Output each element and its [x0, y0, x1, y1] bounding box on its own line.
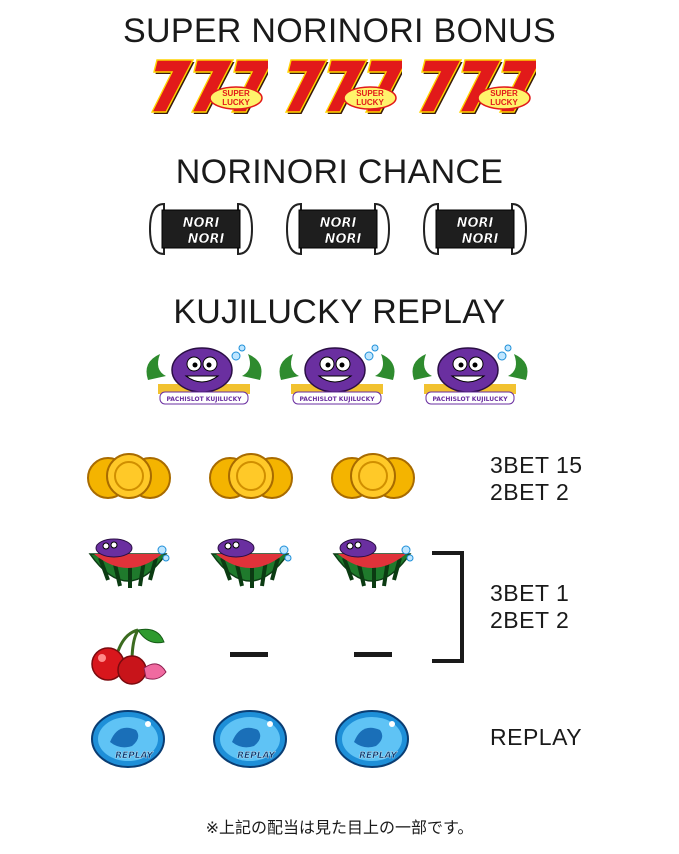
seven-badge-text-1: SUPER: [356, 89, 384, 98]
watermelon-cherry-payout-line-2: 2BET 2: [490, 607, 570, 633]
footnote: ※上記の配当は見た目上の一部です。: [205, 820, 474, 837]
replay-payout: REPLAY: [490, 724, 583, 750]
watermelon-fish-icon: [210, 538, 292, 588]
coin-stack-icon: [209, 453, 293, 499]
surf-text-1: NORI: [183, 216, 220, 231]
surf-text-1: NORI: [320, 216, 357, 231]
nori-surfboard-icon: NORI NORI: [285, 202, 391, 256]
coin-payout-line-1: 3BET 15: [490, 452, 583, 478]
kujilucky-fish-icon: PACHISLOT KUJILUCKY: [279, 344, 395, 405]
super-lucky-seven-icon: SUPER LUCKY: [418, 59, 536, 114]
replay-badge-text: REPLAY: [237, 751, 276, 761]
replay-badge-text: REPLAY: [359, 751, 398, 761]
norinori-chance-title: NORINORI CHANCE: [175, 153, 504, 191]
watermelon-cherry-payout: 3BET 1 2BET 2: [490, 580, 569, 634]
super-lucky-seven-icon: SUPER LUCKY: [284, 59, 402, 114]
seven-badge-text-2: LUCKY: [490, 98, 518, 107]
kuji-banner-text: PACHISLOT KUJILUCKY: [166, 396, 242, 403]
surf-text-2: NORI: [462, 232, 499, 247]
nori-surfboard-icon: NORI NORI: [422, 202, 528, 256]
seven-badge-text-1: SUPER: [222, 89, 250, 98]
kuji-banner-text: PACHISLOT KUJILUCKY: [432, 396, 508, 403]
blank-dash: [354, 652, 392, 657]
watermelon-cherry-payout-line-1: 3BET 1: [490, 580, 570, 606]
payout-bracket: [432, 551, 464, 663]
cherry-icon: [91, 628, 167, 685]
nori-surfboard-icon: NORI NORI: [148, 202, 254, 256]
super-norinori-bonus-title: SUPER NORINORI BONUS: [123, 12, 556, 50]
coin-payout-line-2: 2BET 2: [490, 479, 570, 505]
kujilucky-replay-title: KUJILUCKY REPLAY: [173, 293, 506, 331]
coin-payout: 3BET 15 2BET 2: [490, 452, 583, 506]
watermelon-fish-icon: [88, 538, 170, 588]
coin-stack-icon: [87, 453, 171, 499]
super-lucky-seven-icon: SUPER LUCKY: [150, 59, 268, 114]
kujilucky-fish-icon: PACHISLOT KUJILUCKY: [146, 344, 262, 405]
coin-stack-icon: [331, 453, 415, 499]
surf-text-2: NORI: [188, 232, 225, 247]
replay-bubble-icon: REPLAY: [335, 710, 409, 768]
replay-bubble-icon: REPLAY: [213, 710, 287, 768]
seven-badge-text-2: LUCKY: [356, 98, 384, 107]
seven-badge-text-2: LUCKY: [222, 98, 250, 107]
replay-bubble-icon: REPLAY: [91, 710, 165, 768]
blank-dash: [230, 652, 268, 657]
kuji-banner-text: PACHISLOT KUJILUCKY: [299, 396, 375, 403]
kujilucky-fish-icon: PACHISLOT KUJILUCKY: [412, 344, 528, 405]
watermelon-fish-icon: [332, 538, 414, 588]
surf-text-2: NORI: [325, 232, 362, 247]
replay-badge-text: REPLAY: [115, 751, 154, 761]
seven-badge-text-1: SUPER: [490, 89, 518, 98]
surf-text-1: NORI: [457, 216, 494, 231]
